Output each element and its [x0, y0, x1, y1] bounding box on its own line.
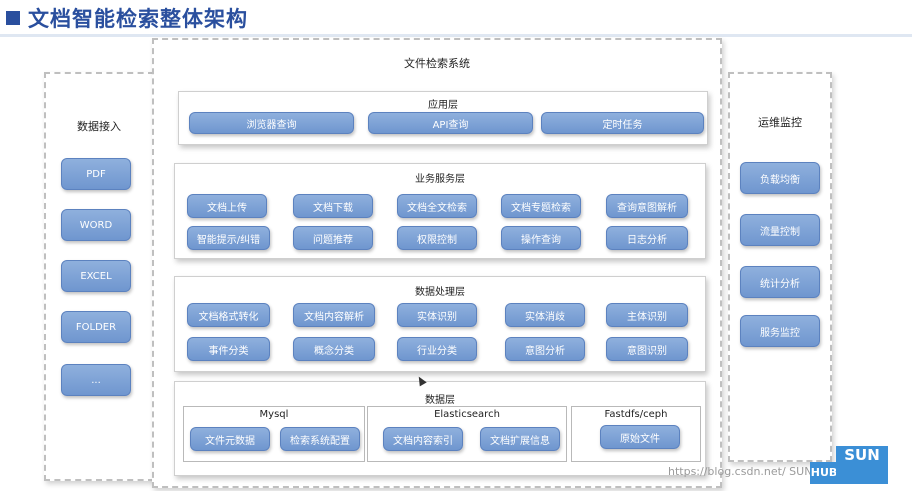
- mysql-store: Mysql 文件元数据 检索系统配置: [183, 406, 365, 462]
- app-scheduled-task: 定时任务: [541, 112, 704, 134]
- proc-entity-disambiguation: 实体消歧: [505, 303, 585, 327]
- sun-logo: SUN: [836, 446, 888, 484]
- ops-traffic-control: 流量控制: [740, 214, 820, 246]
- business-service-layer: 业务服务层 文档上传 文档下载 文档全文检索 文档专题检索 查询意图解析 智能提…: [174, 163, 706, 259]
- elasticsearch-store: Elasticsearch 文档内容索引 文档扩展信息: [367, 406, 567, 462]
- ingest-excel: EXCEL: [61, 260, 131, 292]
- ops-service-monitoring: 服务监控: [740, 315, 820, 347]
- proc-subject-recognition: 主体识别: [606, 303, 688, 327]
- data-layer: 数据层 Mysql 文件元数据 检索系统配置 Elasticsearch 文档内…: [174, 381, 706, 476]
- data-layer-title: 数据层: [425, 395, 455, 406]
- proc-intent-analysis: 意图分析: [505, 337, 585, 361]
- biz-smart-suggest: 智能提示/纠错: [187, 226, 270, 250]
- ingest-more: ...: [61, 364, 131, 396]
- application-layer-title: 应用层: [428, 100, 458, 111]
- biz-permission-control: 权限控制: [397, 226, 477, 250]
- title-bullet: [6, 11, 20, 25]
- title-bar: 文档智能检索整体架构: [0, 0, 912, 34]
- proc-content-parse: 文档内容解析: [293, 303, 375, 327]
- data-ingestion-title: 数据接入: [77, 120, 121, 133]
- app-browser-query: 浏览器查询: [189, 112, 354, 134]
- processing-layer-title: 数据处理层: [415, 287, 465, 298]
- proc-intent-recognition: 意图识别: [606, 337, 688, 361]
- title-divider: [0, 34, 912, 37]
- proc-concept-classification: 概念分类: [293, 337, 375, 361]
- fastdfs-raw-file: 原始文件: [600, 425, 680, 449]
- biz-intent-parse: 查询意图解析: [606, 194, 688, 218]
- biz-operation-query: 操作查询: [501, 226, 581, 250]
- fastdfs-title: Fastdfs/ceph: [604, 409, 668, 420]
- mysql-search-config: 检索系统配置: [280, 427, 360, 451]
- biz-doc-download: 文档下载: [293, 194, 373, 218]
- mysql-title: Mysql: [259, 409, 289, 420]
- app-api-query: API查询: [368, 112, 533, 134]
- proc-entity-recognition: 实体识别: [397, 303, 477, 327]
- system-title: 文件检索系统: [404, 57, 470, 70]
- biz-topic-search: 文档专题检索: [501, 194, 581, 218]
- ingest-word: WORD: [61, 209, 131, 241]
- ingest-pdf: PDF: [61, 158, 131, 190]
- es-extended-info: 文档扩展信息: [480, 427, 560, 451]
- ops-load-balancing: 负载均衡: [740, 162, 820, 194]
- biz-fulltext-search: 文档全文检索: [397, 194, 477, 218]
- ingest-folder: FOLDER: [61, 311, 131, 343]
- proc-event-classification: 事件分类: [187, 337, 270, 361]
- ops-monitoring-title: 运维监控: [758, 116, 802, 129]
- ops-statistics: 统计分析: [740, 266, 820, 298]
- hub-logo: HUB: [810, 462, 838, 484]
- page-title: 文档智能检索整体架构: [28, 7, 248, 31]
- proc-format-convert: 文档格式转化: [187, 303, 270, 327]
- fastdfs-store: Fastdfs/ceph 原始文件: [571, 406, 701, 462]
- data-processing-layer: 数据处理层 文档格式转化 文档内容解析 实体识别 实体消歧 主体识别 事件分类 …: [174, 276, 706, 372]
- biz-doc-upload: 文档上传: [187, 194, 267, 218]
- data-ingestion-panel: 数据接入 PDF WORD EXCEL FOLDER ...: [44, 72, 154, 481]
- business-layer-title: 业务服务层: [415, 174, 465, 185]
- es-content-index: 文档内容索引: [383, 427, 463, 451]
- csdn-watermark: https://blog.csdn.net/ SUN00909: [668, 465, 848, 478]
- biz-log-analysis: 日志分析: [606, 226, 688, 250]
- ops-monitoring-panel: 运维监控 负载均衡 流量控制 统计分析 服务监控: [728, 72, 832, 462]
- proc-industry-classification: 行业分类: [397, 337, 477, 361]
- mysql-file-metadata: 文件元数据: [190, 427, 270, 451]
- application-layer: 应用层 浏览器查询 API查询 定时任务: [178, 91, 708, 145]
- elasticsearch-title: Elasticsearch: [434, 409, 500, 420]
- biz-question-recommend: 问题推荐: [293, 226, 373, 250]
